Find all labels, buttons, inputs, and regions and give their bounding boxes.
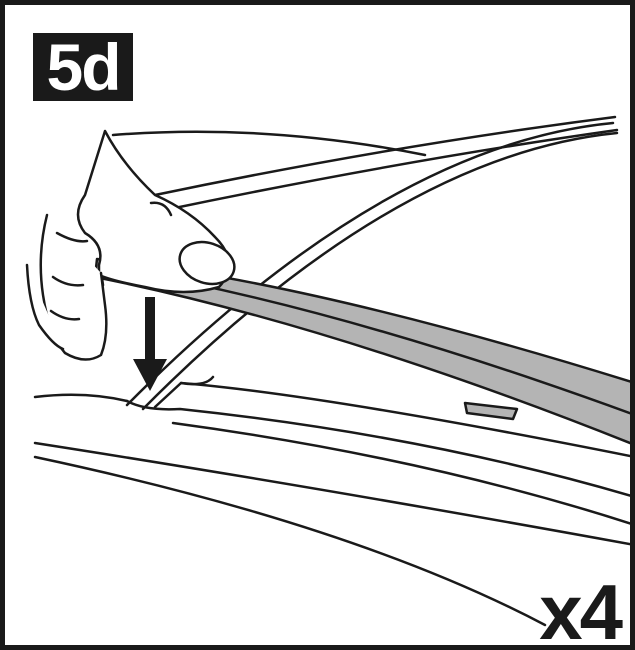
trim-strip-body xyxy=(93,257,630,445)
windshield-edge-outer xyxy=(153,115,617,197)
roof-trim-illustration xyxy=(25,115,630,627)
down-arrow-icon xyxy=(133,297,167,391)
trim-strip-tab xyxy=(463,401,519,421)
step-number-badge: 5d xyxy=(33,33,133,101)
finger-icon xyxy=(25,129,236,361)
channel-inner xyxy=(153,381,630,458)
pillar-line-outer xyxy=(125,121,615,407)
quantity-label: x4 xyxy=(539,568,623,650)
channel-outer xyxy=(125,399,630,497)
roof-contour-upper xyxy=(111,130,427,157)
pillar-line-inner xyxy=(141,131,619,411)
roof-edge-line xyxy=(33,393,129,403)
channel-floor xyxy=(179,375,215,386)
roof-lower-curve xyxy=(33,455,547,627)
channel-lower xyxy=(33,441,630,546)
windshield-edge-inner xyxy=(163,128,619,212)
roof-sill-line xyxy=(171,421,630,525)
